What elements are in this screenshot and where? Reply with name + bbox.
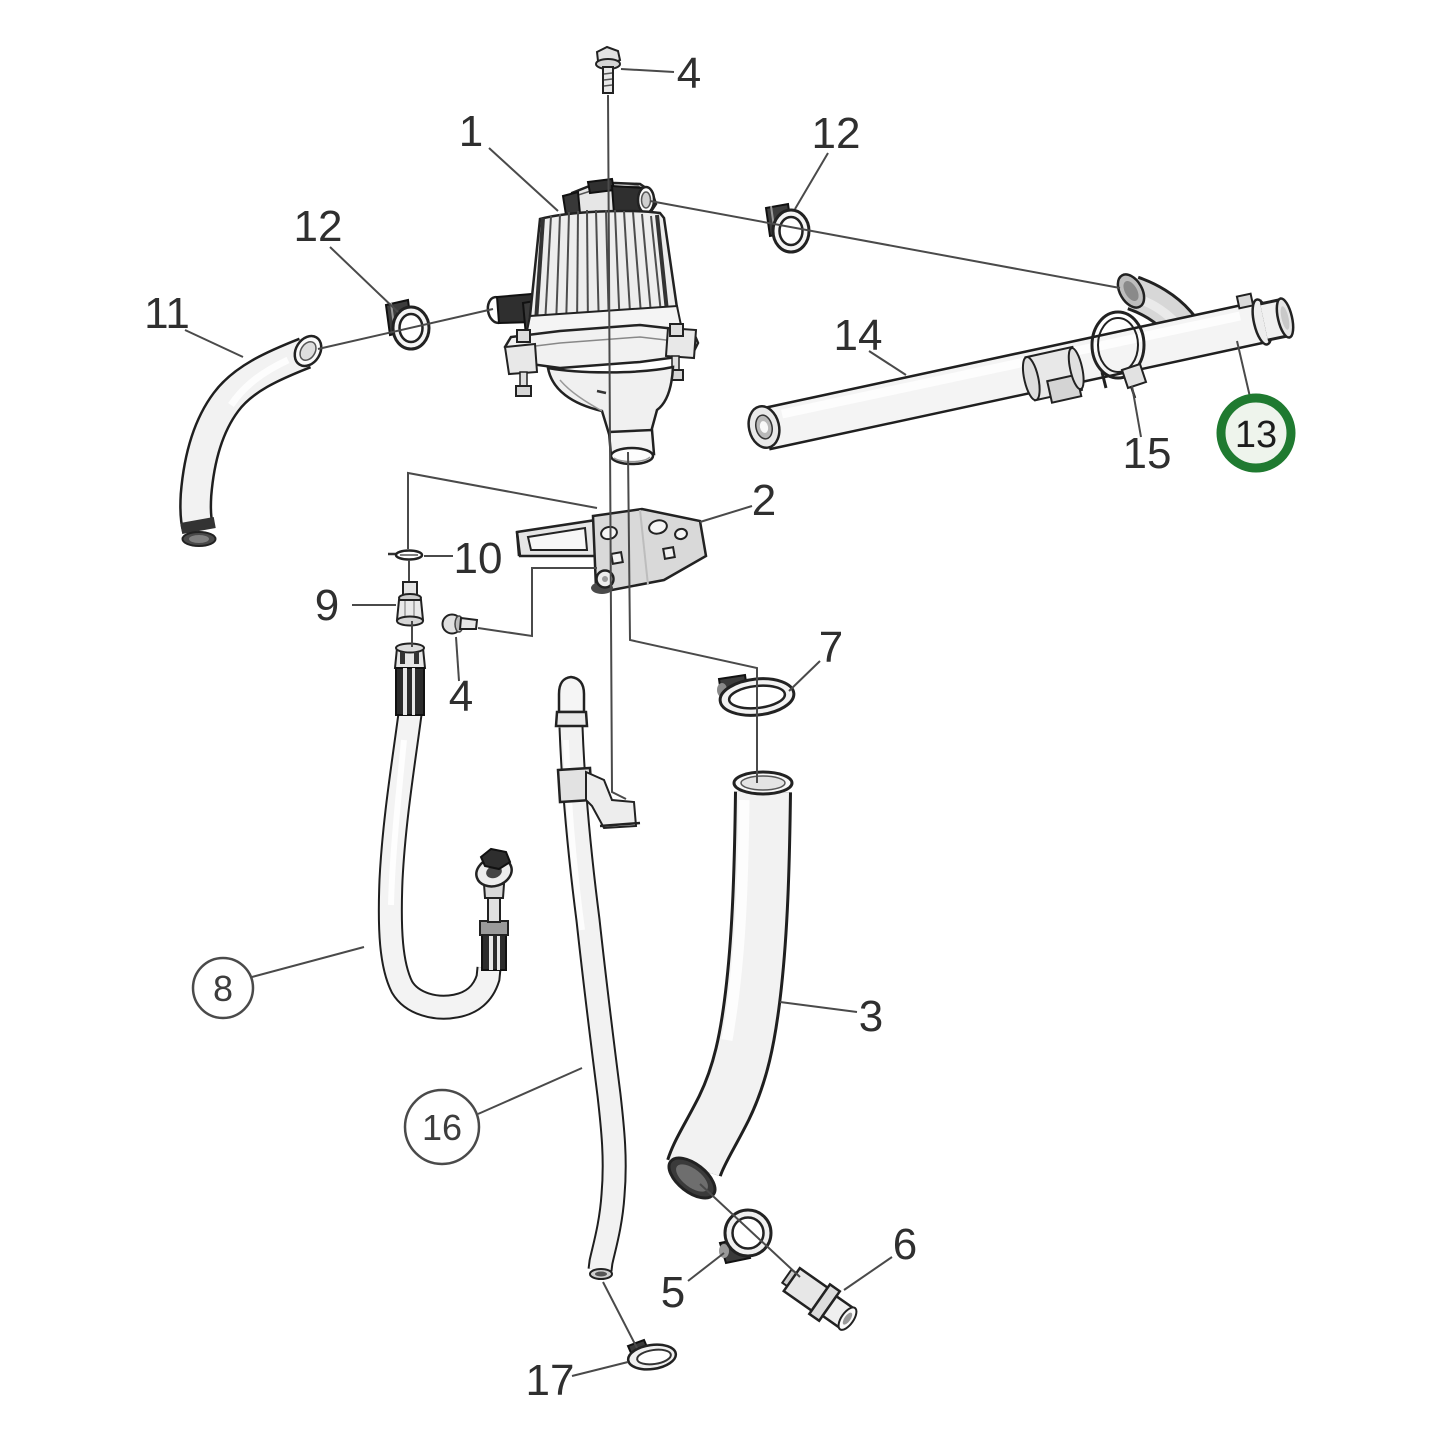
callout-12-right[interactable]: 12: [812, 109, 861, 158]
leader-17: [571, 1361, 629, 1377]
assembly-line-hose11-pump: [317, 308, 494, 350]
callout-15[interactable]: 15: [1123, 429, 1172, 478]
leader-4-upper: [620, 68, 675, 73]
callout-4-upper[interactable]: 4: [677, 49, 701, 98]
hose-8: [377, 642, 513, 1020]
leader-12-right: [794, 152, 829, 210]
svg-text:16[interactable]: 16: [422, 1107, 462, 1148]
svg-text:13[interactable]: 13: [1235, 414, 1277, 456]
callout-8[interactable]: 8: [191, 956, 255, 1020]
pipe-14: [747, 299, 1271, 451]
callout-9[interactable]: 9: [315, 581, 339, 630]
callout-11[interactable]: 11: [144, 289, 190, 338]
assembly-line-bolt4-axis: [607, 94, 627, 800]
assembly-line-pump-pipe13: [649, 200, 1121, 289]
leader-1: [488, 147, 559, 212]
svg-text:8[interactable]: 8: [213, 968, 233, 1009]
tube-16: [554, 675, 641, 1280]
leader-lines: [184, 68, 1251, 1377]
oring-10: [388, 549, 424, 561]
callout-10[interactable]: 10: [454, 534, 503, 583]
callouts: 1 2 3 4 4 5 6 7 9 10 11 12 12 14 15 17 8…: [144, 49, 1296, 1405]
mounting-bracket: [515, 507, 708, 594]
leader-5: [687, 1252, 725, 1282]
callout-16[interactable]: 16: [403, 1088, 481, 1166]
leader-8: [251, 946, 365, 978]
hose-11: [179, 334, 323, 547]
connector-6: [780, 1266, 858, 1331]
leader-12-left: [329, 246, 399, 313]
clamp-15: [1090, 310, 1148, 399]
callout-16-circle[interactable]: [403, 1088, 481, 1166]
leader-4-lower: [455, 636, 460, 682]
clamp-12-right: [764, 202, 811, 254]
callout-17[interactable]: 17: [526, 1356, 575, 1405]
bolt-4-lower: [441, 613, 479, 635]
leader-13: [1236, 340, 1251, 398]
leader-16: [477, 1067, 583, 1115]
callout-3[interactable]: 3: [859, 992, 883, 1041]
leader-7: [788, 660, 821, 692]
pipe-13: [1235, 292, 1295, 346]
callout-14[interactable]: 14: [834, 311, 883, 360]
assembly-line-tube16-clamp17: [602, 1281, 638, 1349]
callout-6[interactable]: 6: [893, 1220, 917, 1269]
clamp-5: [718, 1208, 773, 1265]
callout-2[interactable]: 2: [752, 476, 776, 525]
callout-13-highlighted[interactable]: 13: [1216, 393, 1296, 473]
fitting-9: [395, 581, 425, 627]
bolt-4-upper: [595, 45, 622, 94]
callout-7[interactable]: 7: [819, 623, 843, 672]
pipe-collar: [1021, 345, 1085, 404]
assembly-line-bolt4b-bracket: [477, 567, 597, 638]
callout-13-circle[interactable]: [1216, 393, 1296, 473]
leader-11: [184, 329, 244, 358]
leader-6: [843, 1256, 893, 1291]
assembly-line-hose3-fitting6: [699, 1183, 801, 1278]
callout-1[interactable]: 1: [459, 107, 483, 156]
clamp-17: [626, 1338, 678, 1371]
assembly-line-fitting9-outlet: [407, 471, 598, 549]
callout-8-circle[interactable]: [191, 956, 255, 1020]
callout-4-lower[interactable]: 4: [449, 672, 473, 721]
air-pump: [486, 177, 700, 466]
assembly-lines: [317, 94, 1121, 1349]
hose-3: [666, 770, 794, 1200]
leader-15: [1131, 385, 1142, 438]
assembly-line-outlet-hose3: [627, 451, 758, 783]
leader-2: [699, 505, 753, 523]
callout-5[interactable]: 5: [661, 1268, 685, 1317]
leader-3: [779, 1001, 858, 1013]
callout-12-left[interactable]: 12: [294, 202, 343, 251]
leader-14: [868, 350, 907, 376]
